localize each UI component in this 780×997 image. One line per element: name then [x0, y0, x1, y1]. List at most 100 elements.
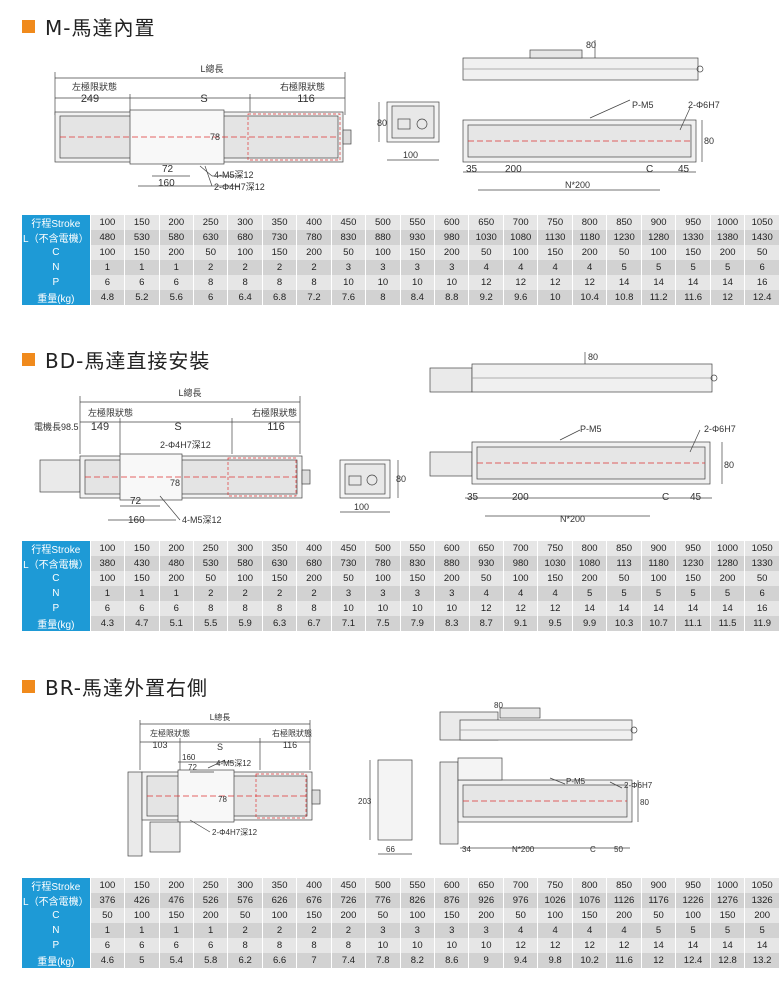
table-cell: 600	[434, 215, 470, 230]
table-cell: 8.3	[434, 616, 470, 631]
table-cell: 930	[400, 230, 436, 245]
table-cell: 526	[193, 893, 229, 908]
table-cell: 10	[434, 275, 470, 290]
end-203: 203	[358, 797, 372, 806]
table-cell: 730	[262, 230, 298, 245]
table-cell: 780	[365, 556, 401, 571]
end-80: 80	[396, 474, 406, 484]
table-cell: 50	[193, 571, 229, 586]
table-cell: 426	[124, 893, 160, 908]
table-cell: 150	[296, 908, 332, 923]
dim-72: 72	[162, 164, 174, 175]
table-cell: 4	[537, 260, 573, 275]
table-cell: 6	[159, 601, 195, 616]
table-cell: 9.2	[468, 290, 504, 305]
table-cell: 150	[675, 571, 711, 586]
table-cell: 2	[296, 260, 332, 275]
table-cell: 380	[90, 556, 126, 571]
table-cell: 12	[503, 275, 539, 290]
dim-n200: N*200	[565, 180, 590, 190]
callout-pin: 2-Φ4H7深12	[214, 182, 265, 192]
table-cell: 200	[159, 245, 194, 260]
table-cell: 880	[434, 556, 470, 571]
dim-34: 34	[462, 845, 471, 854]
table-cell: 850	[606, 878, 642, 893]
drawing-m: L總長 左極限狀態 右極限狀態 249 S 116 78 72 160 4-M5…	[54, 40, 720, 192]
table-cell: 476	[159, 893, 194, 908]
table-cell: 12	[503, 601, 539, 616]
label-left-limit: 左極限狀態	[72, 81, 117, 92]
table-cell: 4	[503, 923, 539, 938]
table-cell: 100	[503, 571, 539, 586]
table-cell: 12	[537, 275, 573, 290]
table-cell: 100	[641, 245, 677, 260]
table-cell: 9	[468, 953, 504, 968]
table-cell: 9.5	[537, 616, 573, 631]
table-cell: 750	[537, 215, 573, 230]
table-cell: 3	[331, 260, 367, 275]
table-cell: 700	[503, 878, 539, 893]
table-cell: 576	[227, 893, 263, 908]
callout-phi6: 2-Φ6H7	[624, 781, 653, 790]
table-cell: 8	[296, 938, 332, 953]
table-cell: 50	[331, 245, 367, 260]
table-cell: 5.6	[159, 290, 194, 305]
table-cell: 12	[572, 275, 608, 290]
table-cell: 4	[572, 260, 608, 275]
table-cell: 1330	[675, 230, 711, 245]
table-cell: 530	[193, 556, 229, 571]
end-80: 80	[377, 118, 387, 128]
row-header: L（不含電機）	[22, 556, 91, 571]
table-cell: 10	[400, 938, 436, 953]
table-cell: 100	[124, 908, 160, 923]
table-cell: 6	[124, 275, 160, 290]
table-cell: 50	[469, 571, 504, 586]
table-cell: 5.1	[159, 616, 195, 631]
table-cell: 14	[744, 938, 780, 953]
drawing-br: L總長 左極限狀態 右極限狀態 103 S 116 160 72 4-M5深12…	[127, 701, 653, 857]
table-cell: 6	[90, 275, 126, 290]
row-header: 行程Stroke	[22, 878, 91, 893]
table-cell: 10.4	[572, 290, 608, 305]
table-cell: 50	[503, 908, 539, 923]
table-cell: 150	[400, 571, 436, 586]
table-cell: 450	[331, 878, 367, 893]
table-cell: 2	[262, 586, 298, 601]
table-cell: 100	[90, 571, 126, 586]
callout-pm5: P-M5	[632, 100, 654, 110]
table-cell: 11.6	[606, 953, 642, 968]
table-cell: 50	[641, 908, 677, 923]
table-cell: 7.5	[365, 616, 401, 631]
dim-C: C	[646, 164, 653, 175]
table-cell: 50	[365, 908, 401, 923]
dim-left: 149	[91, 421, 109, 433]
table-cell: 12	[503, 938, 539, 953]
table-cell: 9.6	[503, 290, 539, 305]
table-cell: 5	[744, 923, 780, 938]
table-cell: 8	[262, 601, 298, 616]
table-cell: 150	[262, 571, 298, 586]
table-cell: 6	[124, 938, 160, 953]
table-cell: 200	[296, 571, 332, 586]
table-cell: 2	[296, 586, 332, 601]
table-cell: 250	[193, 215, 229, 230]
table-cell: 3	[434, 586, 470, 601]
table-cell: 1	[159, 923, 194, 938]
label-right-limit: 右極限狀態	[272, 728, 312, 738]
table-cell: 1230	[606, 230, 642, 245]
table-cell: 200	[572, 571, 608, 586]
table-cell: 500	[365, 541, 401, 556]
table-cell: 830	[331, 230, 367, 245]
table-cell: 900	[641, 215, 677, 230]
table-cell: 200	[159, 878, 194, 893]
table-cell: 6.7	[296, 616, 332, 631]
row-header: N	[22, 586, 91, 601]
dim-200: 200	[505, 164, 522, 175]
table-cell: 8	[193, 601, 229, 616]
table-cell: 14	[641, 275, 677, 290]
